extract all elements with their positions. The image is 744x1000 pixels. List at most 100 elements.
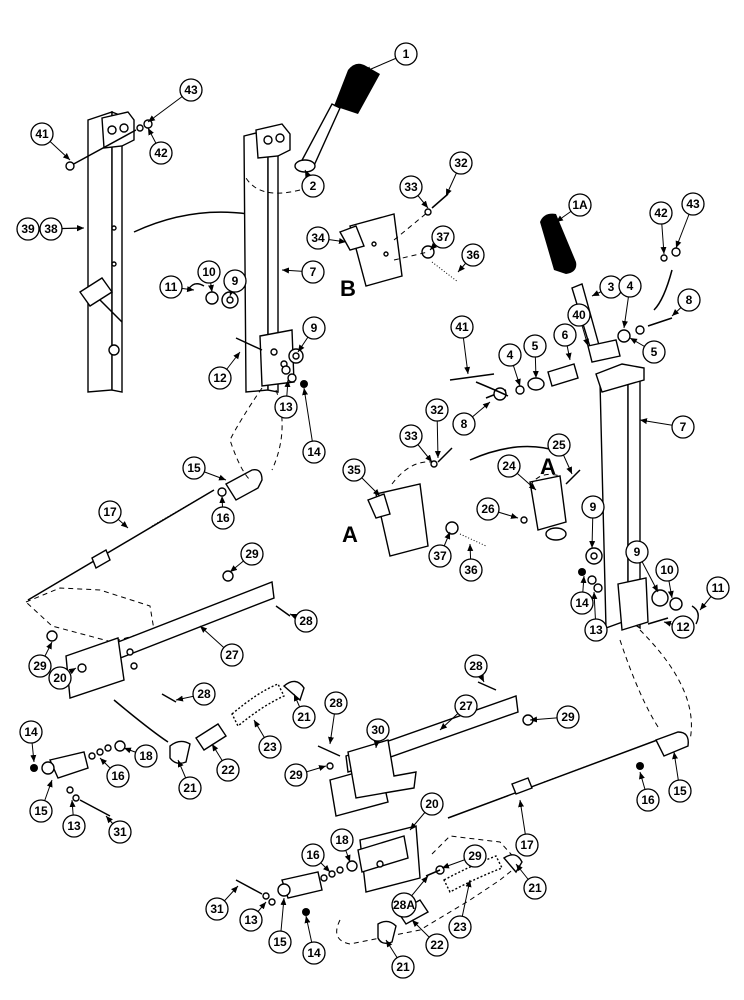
callout-label: 27: [225, 648, 239, 662]
bracket-20-right: [357, 825, 421, 893]
callout-label: 21: [297, 710, 311, 724]
callout-18: 18: [330, 828, 354, 863]
dash-link-upper-left: [229, 387, 263, 481]
callout-18: 18: [123, 744, 158, 768]
callout-28: 28: [175, 682, 216, 706]
callout-label: 31: [210, 902, 224, 916]
handle-grip-1: [334, 63, 380, 114]
reference-arrow-right: [475, 381, 509, 397]
callout-14: 14: [302, 915, 326, 965]
callout-33: 33: [399, 424, 433, 463]
callout-label: 20: [425, 797, 439, 811]
callout-26: 26: [476, 497, 519, 521]
callout-label: 32: [430, 403, 444, 417]
spring-assembly-21-22-23-left: [169, 680, 305, 765]
callout-label: 5: [651, 345, 658, 359]
callout-bubble: [459, 558, 483, 582]
callout-30: 30: [366, 718, 390, 749]
callout-21: 21: [385, 939, 415, 979]
callout-label: 18: [139, 749, 153, 763]
callout-10: 10: [197, 260, 221, 293]
callout-label: 4: [507, 348, 514, 362]
callout-bubble: [568, 193, 592, 217]
callout-bubble: [428, 544, 452, 568]
callout-label: 28: [197, 687, 211, 701]
handle-grip-1A: [540, 213, 577, 274]
callout-21: 21: [292, 693, 316, 729]
callout-label: 16: [306, 848, 320, 862]
callout-bubble: [301, 843, 325, 867]
bracket-30: [317, 681, 497, 799]
callout-bubble: [324, 691, 348, 715]
callout-label: 12: [213, 371, 227, 385]
callout-label: 27: [459, 699, 473, 713]
callout-label: 16: [641, 793, 655, 807]
callout-label: 37: [433, 549, 447, 563]
callout-bubble: [134, 744, 158, 768]
callout-label: 21: [183, 781, 197, 795]
callout-label: 29: [245, 547, 259, 561]
callout-27: 27: [199, 625, 244, 667]
support-column-right: [595, 363, 649, 631]
callout-bubble: [498, 343, 522, 367]
callout-38: 38: [39, 217, 85, 241]
callout-22: 22: [211, 743, 240, 782]
callout-40: 40: [567, 303, 591, 347]
callout-label: 29: [468, 849, 482, 863]
callout-bubble: [425, 933, 449, 957]
callout-label: 3: [608, 280, 615, 294]
callout-bubble: [431, 225, 455, 249]
callout-29: 29: [441, 844, 487, 869]
callout-bubble: [463, 844, 487, 868]
callout-4: 4: [498, 343, 522, 387]
rod-end-15-lower-left: [30, 740, 126, 817]
callout-36: 36: [457, 243, 485, 273]
dash-link-right: [619, 639, 661, 731]
bracket-35: [367, 483, 429, 557]
dash-link-lever: [245, 177, 301, 194]
callout-label: 13: [589, 623, 603, 637]
callout-bubble: [192, 682, 216, 706]
callout-bubble: [106, 764, 130, 788]
callout-bubble: [220, 643, 244, 667]
callout-17: 17: [98, 500, 129, 529]
washer-nut-42-43-right: [653, 247, 681, 311]
bolt-41-right: [449, 373, 495, 381]
callout-label: 35: [347, 463, 361, 477]
callout-label: 8: [461, 417, 468, 431]
callout-12: 12: [208, 351, 241, 390]
callout-13: 13: [62, 799, 86, 838]
callout-label: 22: [221, 763, 235, 777]
callout-bubble: [671, 615, 695, 639]
callout-25: 25: [547, 433, 573, 475]
callout-1a: 1A: [555, 193, 592, 223]
callout-9: 9: [581, 495, 605, 549]
callout-13: 13: [239, 901, 267, 932]
callout-15: 15: [668, 751, 692, 803]
callout-label: 33: [404, 180, 418, 194]
callout-label: 33: [404, 429, 418, 443]
callout-label: 23: [453, 920, 467, 934]
callout-37: 37: [429, 225, 455, 251]
callout-9: 9: [625, 540, 659, 593]
callout-20: 20: [48, 666, 77, 690]
callout-31: 31: [205, 885, 239, 921]
callout-label: 37: [436, 230, 450, 244]
callout-29: 29: [529, 705, 580, 729]
callout-bubble: [399, 175, 423, 199]
callout-14: 14: [19, 720, 43, 763]
callout-label: 21: [528, 881, 542, 895]
callout-29: 29: [28, 641, 53, 678]
callout-10: 10: [655, 558, 679, 599]
callout-label: 9: [634, 545, 641, 559]
callout-bubble: [391, 892, 417, 918]
callout-label: 20: [53, 671, 67, 685]
callout-bubble: [581, 495, 605, 519]
callout-label: 43: [184, 83, 198, 97]
callout-bubble: [706, 576, 730, 600]
callout-bubble: [567, 303, 591, 327]
callout-bubble: [216, 758, 240, 782]
lever-2: [294, 103, 341, 173]
callout-14: 14: [570, 575, 594, 615]
callout-label: 28A: [393, 898, 415, 912]
